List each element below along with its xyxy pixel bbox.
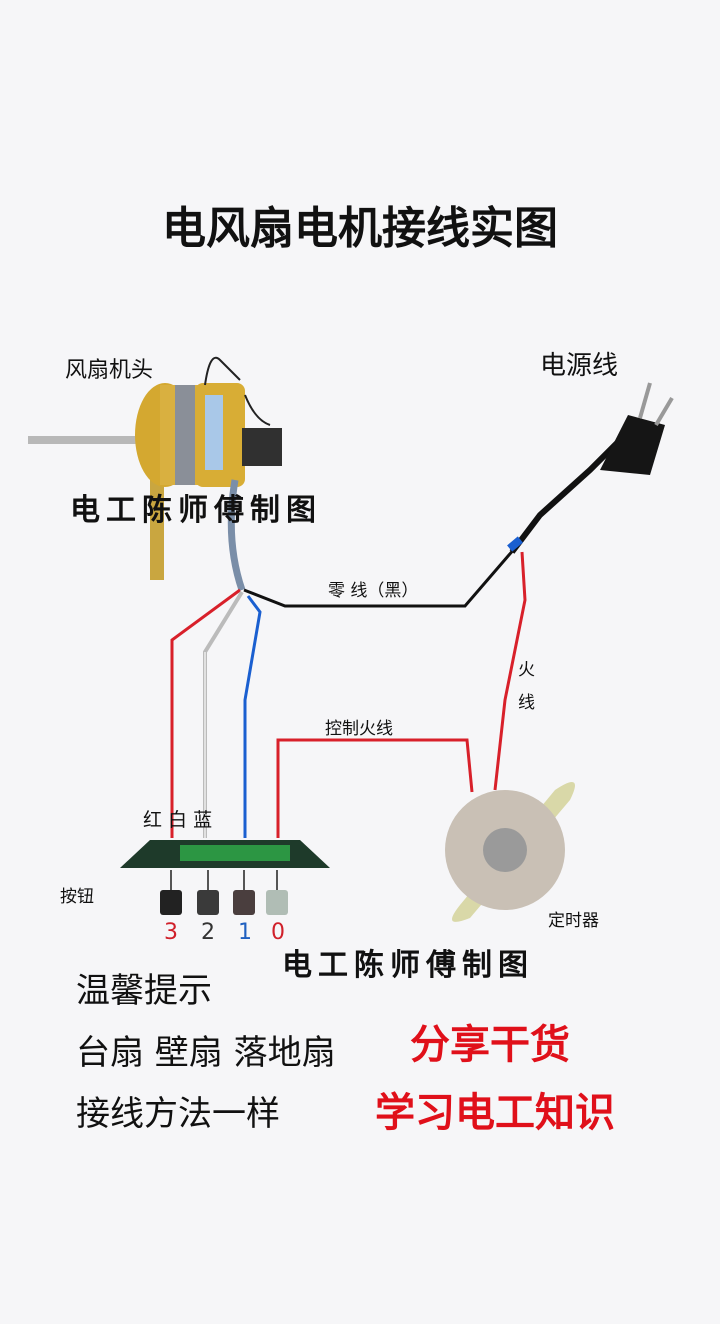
control-live-label: 控制火线 xyxy=(325,719,393,739)
buttons-label: 按钮 xyxy=(60,887,94,907)
neutral-wire xyxy=(243,547,517,608)
power-cord-label: 电源线 xyxy=(540,351,619,381)
watermark-top: 电工陈师傅制图 xyxy=(70,493,322,528)
button-number-0: 0 xyxy=(271,920,285,945)
live-label: 火 xyxy=(518,660,535,680)
timer-icon xyxy=(445,782,575,922)
live-label-2: 线 xyxy=(518,693,535,713)
button-number-1: 1 xyxy=(238,920,252,945)
motor-cable xyxy=(227,479,246,592)
white-lead xyxy=(203,590,244,838)
button-number-2: 2 xyxy=(201,920,215,945)
watermark-bottom: 电工陈师傅制图 xyxy=(282,948,534,983)
wire-colors-label: 红 白 蓝 xyxy=(143,809,213,831)
red-lead xyxy=(170,588,241,838)
tips-line-1: 台扇 壁扇 落地扇 xyxy=(76,1033,336,1073)
live-wire xyxy=(493,551,527,791)
button-number-3: 3 xyxy=(164,920,178,945)
tips-line-2: 接线方法一样 xyxy=(76,1094,280,1134)
blue-lead xyxy=(243,595,262,838)
tips-heading: 温馨提示 xyxy=(76,971,212,1011)
motor-label: 风扇机头 xyxy=(65,358,154,383)
page-title: 电风扇电机接线实图 xyxy=(162,203,558,254)
highlight-share: 分享干货 xyxy=(410,1022,570,1068)
control-live-wire xyxy=(276,738,474,838)
button-switch xyxy=(120,840,330,915)
power-cord xyxy=(509,437,623,554)
plug-icon xyxy=(600,382,674,475)
fan-motor xyxy=(28,356,282,580)
neutral-label: 零 线（黑） xyxy=(328,581,419,601)
timer-label: 定时器 xyxy=(548,911,599,931)
highlight-learn: 学习电工知识 xyxy=(375,1090,615,1136)
